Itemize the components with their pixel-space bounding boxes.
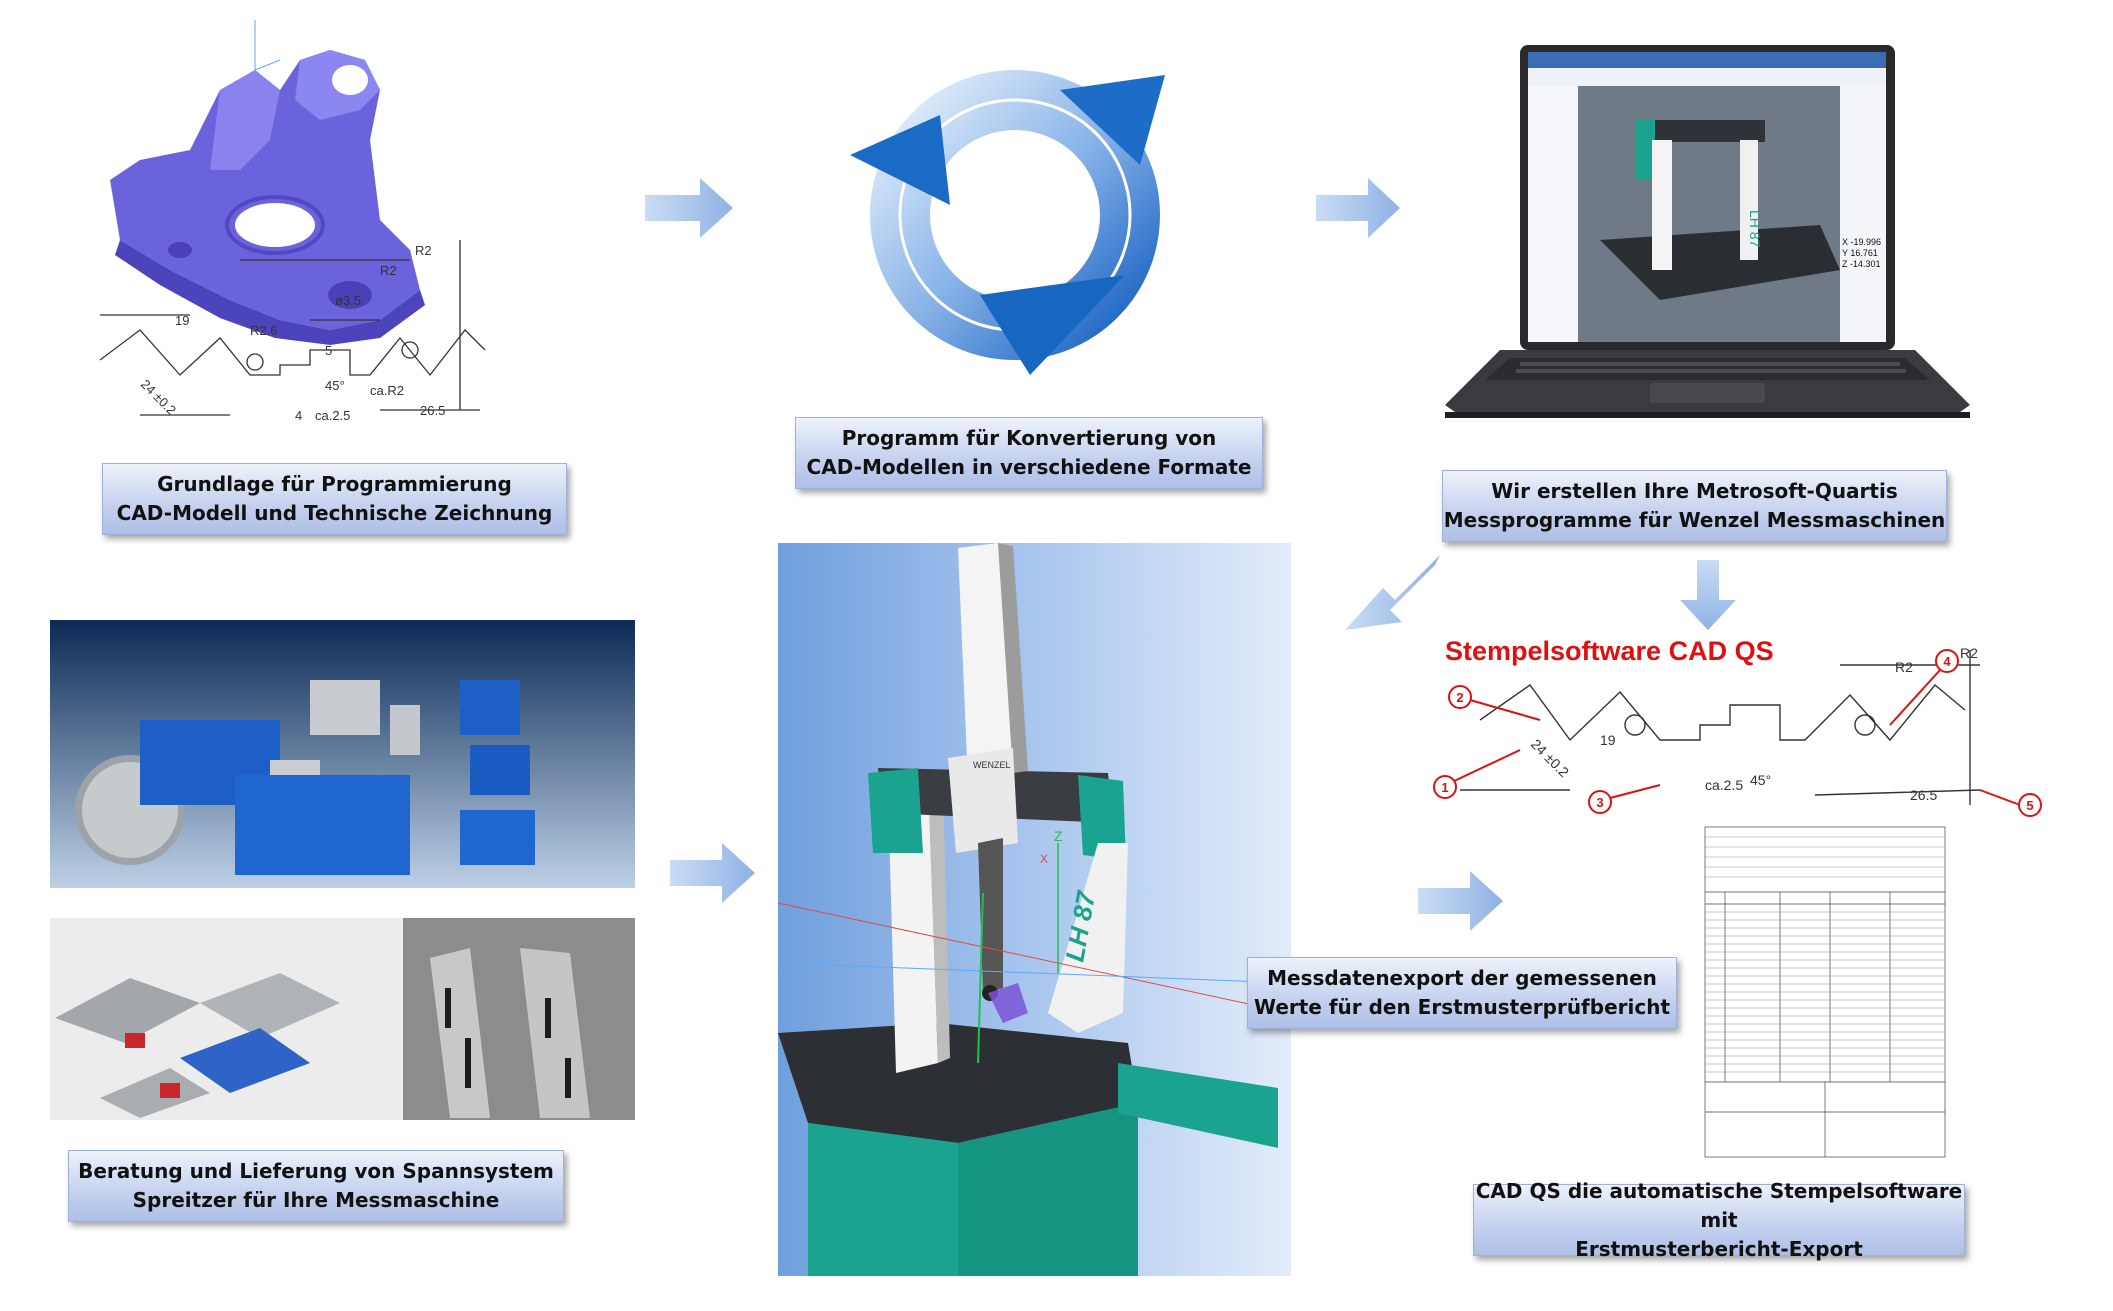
- arrow-down: [1680, 560, 1736, 630]
- label-conversion-line1: Programm für Konvertierung von: [841, 426, 1217, 450]
- stamp-title: Stempelsoftware CAD QS: [1445, 636, 1774, 666]
- label-metrosoft-line2: Messprogramme für Wenzel Messmaschinen: [1443, 508, 1946, 532]
- label-cadqs-line1: CAD QS die automatische Stempelsoftware …: [1475, 1178, 1963, 1232]
- label-cadqs: CAD QS die automatische Stempelsoftware …: [1473, 1179, 1965, 1261]
- inspection-report-sheet: [1700, 822, 1950, 1162]
- label-cadqs-line2: Erstmusterbericht-Export: [1575, 1236, 1863, 1261]
- label-metrosoft-line1: Wir erstellen Ihre Metrosoft-Quartis: [1491, 479, 1898, 503]
- cad-model-drawing: 19 24 ±0.2 R2 R2 ø3.5 45° ca.2.5 ca.R2 2…: [99, 20, 486, 423]
- stamp-balloon-3: [1588, 790, 1612, 814]
- fixtures-photo: [50, 620, 635, 888]
- laptop-image: LH 87 X -19.996 Y 16.761 Z -14.301: [1445, 45, 1970, 418]
- stamp-dim-24: 24 ±0.2: [1528, 736, 1572, 780]
- stamp-dim-265: 26.5: [1910, 787, 1937, 803]
- measuring-machine-render: LH 87 WENZEL Z X: [778, 543, 1291, 1276]
- stamp-balloon-5: [2018, 793, 2042, 817]
- label-spannsystem-line1: Beratung und Lieferung von Spannsystem: [78, 1159, 554, 1183]
- arrow-right-1: [645, 178, 733, 238]
- stamp-num-1: 1: [1441, 780, 1448, 795]
- stamp-dim-r2: R2: [1895, 659, 1913, 675]
- stamp-balloon-1: [1433, 775, 1457, 799]
- dim-car2: ca.R2: [370, 383, 404, 398]
- dim-r2b: R2: [415, 243, 432, 258]
- dim-4: 4: [295, 408, 302, 423]
- coord-x: X -19.996: [1842, 237, 1881, 247]
- axis-x-label: X: [1040, 852, 1048, 866]
- coord-y: Y 16.761: [1842, 248, 1878, 258]
- arrow-right-3: [670, 843, 755, 903]
- label-export-line2: Werte für den Erstmusterprüfbericht: [1253, 995, 1671, 1019]
- arrow-diag: [1345, 555, 1440, 630]
- dim-r26: R2.6: [250, 323, 277, 338]
- label-export-line1: Messdatenexport der gemessenen: [1267, 966, 1657, 990]
- stamp-dim-45: 45°: [1750, 772, 1771, 788]
- technical-drawing-lines: [99, 240, 486, 416]
- dim-24: 24 ±0.2: [138, 377, 179, 418]
- conversion-cycle-icon: [850, 70, 1165, 375]
- stamp-num-4: 4: [1943, 654, 1951, 669]
- arrow-right-2: [1316, 178, 1400, 238]
- stamp-num-2: 2: [1456, 690, 1463, 705]
- clamping-system-photo: [50, 918, 635, 1120]
- stamp-dim-ca25: ca.2.5: [1705, 777, 1743, 793]
- stamp-dim-r2b: R2: [1960, 645, 1978, 661]
- label-conversion: Programm für Konvertierung von CAD-Model…: [795, 417, 1263, 489]
- label-spannsystem: Beratung und Lieferung von Spannsystem S…: [68, 1150, 564, 1222]
- label-cad-basis: Grundlage für Programmierung CAD-Modell …: [102, 463, 567, 535]
- dim-45: 45°: [325, 378, 345, 393]
- stamp-num-5: 5: [2026, 798, 2033, 813]
- stamp-balloon-2: [1448, 685, 1472, 709]
- axis-z-label: Z: [1054, 828, 1063, 844]
- dim-ca25: ca.2.5: [315, 408, 350, 423]
- label-conversion-line2: CAD-Modellen in verschiedene Formate: [806, 455, 1252, 479]
- label-spannsystem-line2: Spreitzer für Ihre Messmaschine: [132, 1188, 500, 1212]
- dim-19: 19: [175, 313, 189, 328]
- dim-d35: ø3.5: [335, 293, 361, 308]
- dim-265: 26.5: [420, 403, 445, 418]
- label-cad-basis-line1: Grundlage für Programmierung: [157, 472, 512, 496]
- coord-z: Z -14.301: [1842, 259, 1881, 269]
- machine-brand: WENZEL: [973, 760, 1011, 770]
- laptop-machine-text: LH 87: [1747, 210, 1763, 248]
- stamp-software-drawing: Stempelsoftware CAD QS 19 24 ±0.2 R2 R2 …: [1433, 636, 2042, 817]
- label-export: Messdatenexport der gemessenen Werte für…: [1247, 957, 1677, 1029]
- stamp-num-3: 3: [1596, 795, 1603, 810]
- label-metrosoft: Wir erstellen Ihre Metrosoft-Quartis Mes…: [1442, 470, 1947, 542]
- stamp-balloon-4: [1935, 649, 1959, 673]
- stamp-dim-19: 19: [1600, 732, 1616, 748]
- dim-5: 5: [325, 343, 332, 358]
- arrow-right-4: [1418, 871, 1503, 931]
- label-cad-basis-line2: CAD-Modell und Technische Zeichnung: [116, 501, 553, 525]
- cad-part-3d: [110, 20, 425, 345]
- dim-r2a: R2: [380, 263, 397, 278]
